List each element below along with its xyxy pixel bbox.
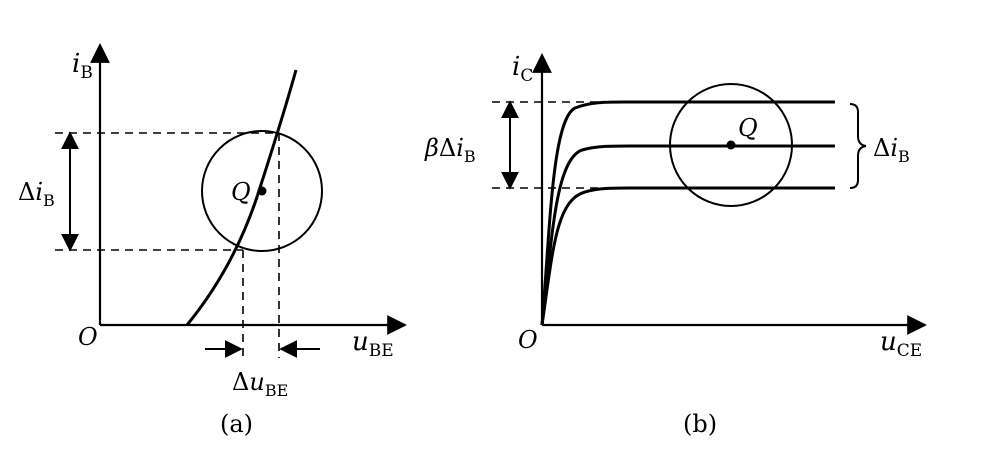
b-curve-bottom — [540, 186, 835, 326]
b-curve-middle — [540, 144, 835, 326]
a-origin-label: O — [78, 323, 98, 351]
a-x-axis-label: uBE — [352, 327, 394, 361]
b-q-point — [726, 140, 736, 150]
b-q-label: Q — [738, 114, 758, 142]
a-delta-ib-label: ΔiB — [18, 178, 55, 210]
a-y-axis-label: iB — [72, 49, 93, 83]
panel-b: iC O uCE Q βΔiB ΔiB (b) — [424, 52, 927, 438]
a-q-label: Q — [231, 178, 251, 206]
a-caption: (a) — [220, 410, 253, 438]
a-q-point — [257, 186, 267, 196]
b-x-axis-label: uCE — [880, 327, 922, 361]
a-input-curve — [185, 69, 298, 326]
b-beta-delta-label: βΔiB — [424, 134, 476, 166]
a-delta-ube-label: ΔuBE — [232, 368, 288, 400]
b-right-delta-label: ΔiB — [873, 134, 910, 166]
b-origin-label: O — [518, 326, 538, 354]
a-q-circle — [201, 130, 323, 252]
panel-a: iB O uBE Q ΔiB ΔuBE (a) — [18, 43, 407, 438]
b-caption: (b) — [683, 410, 717, 438]
b-y-axis-label: iC — [512, 52, 533, 86]
b-right-brace — [849, 103, 867, 189]
b-q-circle — [669, 83, 793, 207]
